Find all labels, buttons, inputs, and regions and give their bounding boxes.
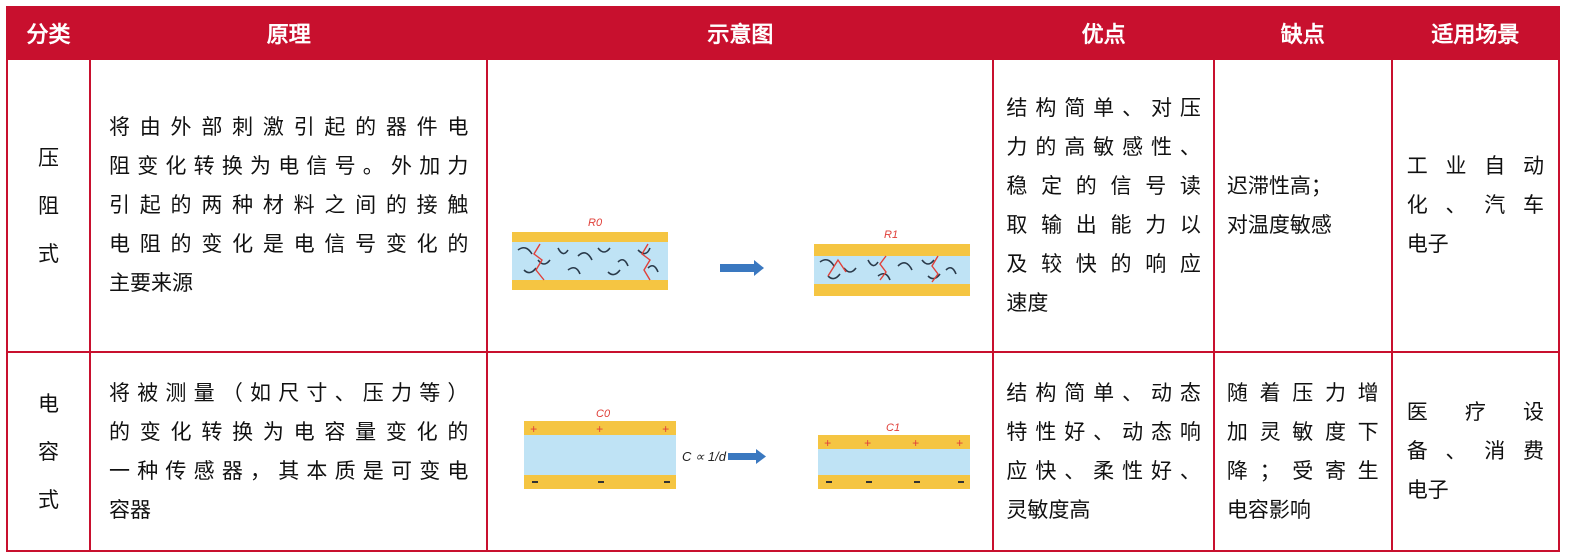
- text-line: 电子: [1406, 478, 1449, 502]
- header-category: 分类: [5, 6, 91, 60]
- category-char: 电: [38, 391, 60, 416]
- text-line: 应快、柔性好、: [1006, 458, 1201, 483]
- svg-text:+: +: [956, 436, 963, 450]
- capacitive-diagram: C0 + + + C ∝ 1/d C1 + + + +: [524, 408, 971, 489]
- diagram-cell: C0 + + + C ∝ 1/d C1 + + + +: [486, 351, 995, 552]
- text-line: 力的高敏感性、: [1006, 134, 1201, 159]
- label-c0: C0: [596, 408, 611, 420]
- top-electrode: [818, 435, 971, 449]
- text-line: 主要来源: [109, 271, 194, 295]
- category-char: 压: [38, 145, 60, 170]
- table-row-piezoresistive: 压阻式 将由外部刺激引起的器件电 阻变化转换为电信号。外加力 引起的两种材料之间…: [5, 58, 1561, 353]
- text-line: 速度: [1006, 290, 1049, 315]
- principle-cell: 将由外部刺激引起的器件电 阻变化转换为电信号。外加力 引起的两种材料之间的接触 …: [89, 58, 489, 353]
- diagram-cell: R0 R1: [486, 58, 995, 353]
- dielectric-layer: [818, 449, 971, 475]
- positive-charges: + + + +: [824, 436, 963, 450]
- text-line: 对温度敏感: [1226, 212, 1332, 237]
- scenarios-cell: 工业自动 化、汽车 电子: [1390, 58, 1561, 353]
- header-advantages: 优点: [992, 6, 1215, 60]
- text-line: 特性好、动态响: [1006, 419, 1201, 444]
- text-line: 随着压力增: [1226, 380, 1379, 405]
- text-line: 阻变化转换为电信号。外加力: [109, 154, 469, 178]
- scenarios-cell: 医疗设 备、消费 电子: [1390, 351, 1561, 552]
- text-line: 医疗设: [1406, 400, 1544, 424]
- svg-text:+: +: [662, 422, 669, 436]
- advantages-cell: 结构简单、对压 力的高敏感性、 稳定的信号读 取输出能力以 及较快的响应 速度: [992, 58, 1215, 353]
- principle-cell: 将被测量（如尺寸、压力等） 的变化转换为电容量变化的 一种传感器，其本质是可变电…: [89, 351, 489, 552]
- particles: [517, 246, 660, 276]
- label-c1: C1: [886, 422, 900, 434]
- text-line: 将由外部刺激引起的器件电: [109, 115, 469, 139]
- negative-charges: [532, 481, 671, 483]
- category-char: 式: [38, 487, 60, 512]
- svg-text:+: +: [530, 422, 537, 436]
- top-electrode: [512, 232, 669, 242]
- bottom-electrode: [814, 284, 971, 296]
- top-electrode: [814, 244, 971, 256]
- positive-charges: + + +: [530, 422, 669, 436]
- conduction-path: [827, 255, 940, 283]
- text-line: 一种传感器，其本质是可变电: [109, 458, 469, 483]
- header-principle: 原理: [89, 6, 488, 60]
- text-line: 稳定的信号读: [1006, 173, 1201, 198]
- arrow-head-icon: [754, 260, 765, 276]
- header-scenarios: 适用场景: [1390, 6, 1561, 60]
- text-line: 加灵敏度下: [1226, 419, 1379, 444]
- text-line: 容器: [109, 497, 152, 522]
- text-line: 结构简单、对压: [1006, 95, 1201, 120]
- arrow-icon: [728, 453, 759, 460]
- category-char: 式: [38, 241, 60, 266]
- dielectric-layer: [512, 242, 669, 280]
- category-char: 容: [38, 439, 60, 464]
- text-line: 备、消费: [1406, 439, 1544, 463]
- text-line: 化、汽车: [1406, 193, 1544, 217]
- arrow-icon: [720, 264, 757, 272]
- disadvantages-cell: 随着压力增 加灵敏度下 降；受寄生 电容影响: [1212, 351, 1393, 552]
- header-diagram: 示意图: [486, 6, 994, 60]
- category-cell: 压阻式: [5, 58, 92, 353]
- text-line: 的变化转换为电容量变化的: [109, 419, 469, 444]
- text-line: 引起的两种材料之间的接触: [109, 193, 469, 217]
- text-line: 将被测量（如尺寸、压力等）: [109, 380, 469, 405]
- table-row-capacitive: 电容式 将被测量（如尺寸、压力等） 的变化转换为电容量变化的 一种传感器，其本质…: [5, 351, 1561, 552]
- text-line: 电子: [1406, 232, 1449, 256]
- negative-charges: [826, 481, 965, 483]
- bottom-electrode: [512, 280, 669, 290]
- text-line: 灵敏度高: [1006, 497, 1091, 522]
- svg-text:+: +: [596, 422, 603, 436]
- category-cell: 电容式: [5, 351, 92, 552]
- svg-text:+: +: [864, 436, 871, 450]
- text-line: 电阻的变化是电信号变化的: [109, 232, 469, 256]
- top-electrode: [524, 421, 677, 435]
- text-line: 电容影响: [1226, 497, 1311, 522]
- dielectric-layer: [524, 435, 677, 475]
- disadvantages-cell: 迟滞性高； 对温度敏感: [1212, 58, 1393, 353]
- header-disadvantages: 缺点: [1212, 6, 1393, 60]
- text-line: 工业自动: [1406, 154, 1544, 178]
- text-line: 及较快的响应: [1006, 251, 1201, 276]
- label-r0: R0: [588, 217, 603, 229]
- label-r1: R1: [884, 229, 898, 241]
- svg-text:+: +: [912, 436, 919, 450]
- conduction-path: [533, 243, 652, 281]
- formula: C ∝ 1/d: [682, 449, 727, 464]
- text-line: 降；受寄生: [1226, 458, 1379, 483]
- sensor-comparison-table: 分类 原理 示意图 优点 缺点 适用场景 压阻式 将由外部刺激引起的器件电 阻变…: [5, 6, 1561, 552]
- text-line: 结构简单、动态: [1006, 380, 1201, 405]
- header-row: 分类 原理 示意图 优点 缺点 适用场景: [5, 6, 1561, 60]
- dielectric-layer: [814, 256, 971, 284]
- piezoresistive-diagram: R0 R1: [512, 217, 971, 296]
- advantages-cell: 结构简单、动态 特性好、动态响 应快、柔性好、 灵敏度高: [992, 351, 1215, 552]
- svg-text:+: +: [824, 436, 831, 450]
- category-char: 阻: [38, 193, 60, 218]
- text-line: 迟滞性高；: [1226, 173, 1332, 198]
- arrow-head-icon: [756, 449, 767, 464]
- text-line: 取输出能力以: [1006, 212, 1201, 237]
- bottom-electrode: [818, 475, 971, 489]
